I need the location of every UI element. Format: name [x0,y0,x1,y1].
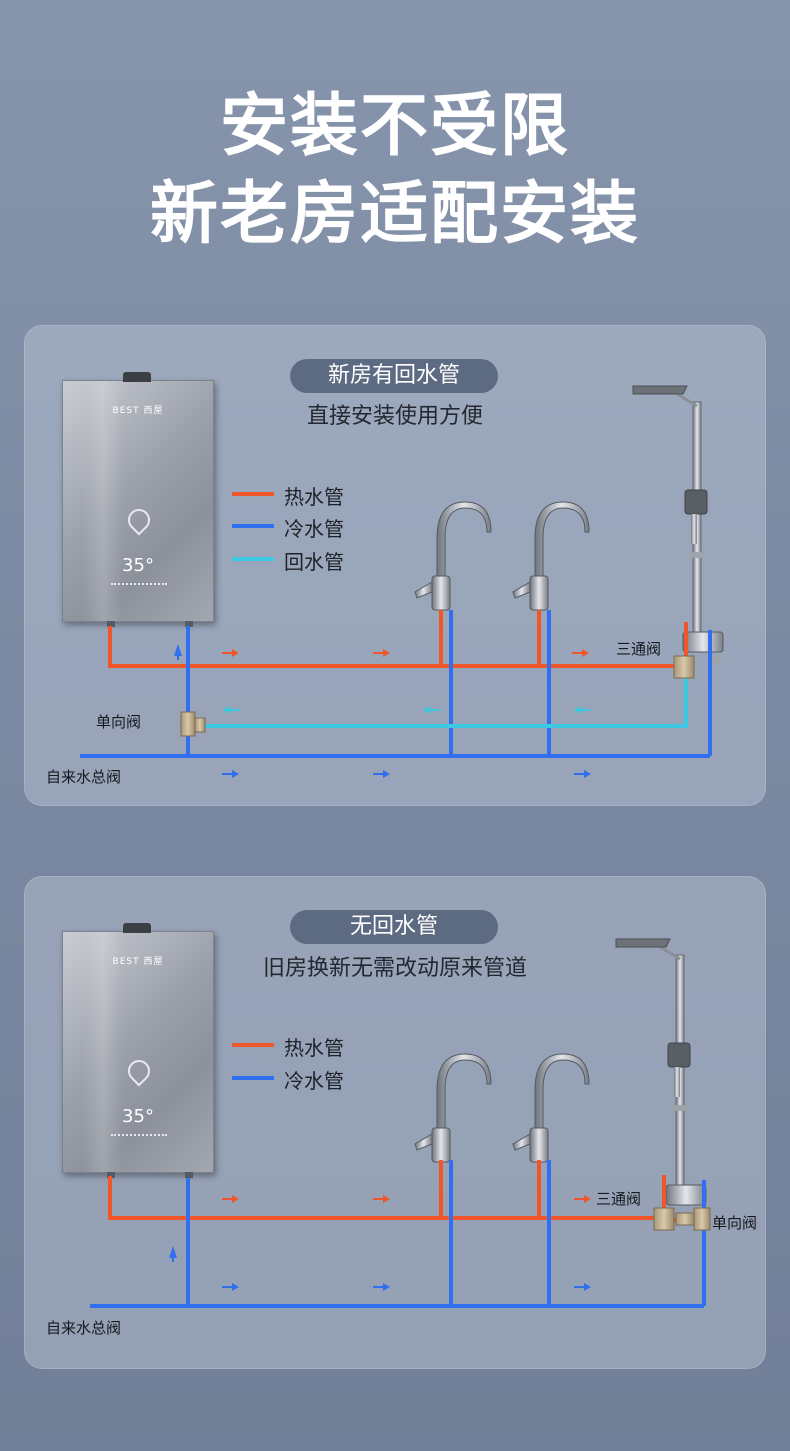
water-heater-1: BEST 西屋 35° [62,372,214,627]
legend-hot-label: 热水管 [284,485,344,509]
legend-return-label: 回水管 [284,550,344,574]
pill-old-house: 无回水管 [290,910,498,944]
hot-pipe [108,1175,666,1220]
heater-cold-inlet [185,621,193,627]
subtitle-old-house: 旧房换新无需改动原来管道 [262,956,527,981]
return-pipe [196,676,688,728]
page-title-line2: 新老房适配安装 [149,175,640,254]
heater-temperature: 35° [122,1106,154,1127]
heater-touch-buttons [111,583,167,591]
three-way-valve-icon [653,1207,675,1231]
label-main-valve: 自来水总阀 [46,768,122,786]
check-valve-icon [693,1207,711,1231]
water-heater-2: BEST 西屋 35° [62,923,214,1178]
check-valve-icon [180,711,196,737]
subtitle-new-house: 直接安装使用方便 [306,404,483,429]
faucet-icon [414,1053,492,1163]
label-three-way-valve: 三通阀 [596,1190,642,1208]
heater-touch-buttons [111,1134,167,1142]
three-way-valve-icon [673,655,695,679]
heater-exhaust-cap [123,372,151,382]
heater-glass-reflection [83,381,123,621]
heater-hot-outlet [107,1172,115,1178]
label-check-valve: 单向阀 [712,1214,758,1232]
label-three-way-valve: 三通阀 [616,640,662,658]
legend-cold-label: 冷水管 [284,517,344,541]
heater-exhaust-cap [123,923,151,933]
heater-brand: BEST 西屋 [112,406,164,416]
heater-cold-inlet [185,1172,193,1178]
legend-cold-label: 冷水管 [284,1069,344,1093]
shower-icon [614,937,708,1219]
faucet-icon [512,1053,590,1163]
pill-new-house: 新房有回水管 [290,359,498,393]
label-main-valve: 自来水总阀 [46,1319,122,1337]
heater-temperature: 35° [122,555,154,576]
shower-icon [631,384,725,666]
heater-glass-reflection [83,932,123,1172]
page-title-line1: 安装不受限 [219,87,570,166]
label-check-valve: 单向阀 [96,713,142,731]
faucet-icon [414,501,492,611]
legend-hot-label: 热水管 [284,1036,344,1060]
faucet-icon [512,501,590,611]
hot-pipe [108,622,688,668]
heater-brand: BEST 西屋 [112,957,164,967]
heater-hot-outlet [107,621,115,627]
